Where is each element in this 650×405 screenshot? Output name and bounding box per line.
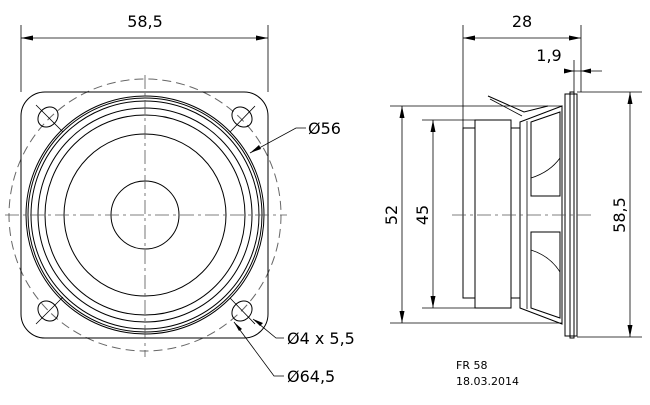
flange-thickness-dimension: 1,9: [536, 46, 561, 65]
front-view: 58,5 Ø56 Ø4 x 5,5 Ø64,5: [5, 12, 355, 386]
width-dimension: 58,5: [127, 12, 163, 31]
mounting-holes: [35, 104, 256, 325]
magnet-height-dimension: 45: [413, 205, 432, 225]
basket-height-dimension: 52: [382, 205, 401, 225]
depth-dimension: 28: [512, 12, 532, 31]
bolt-circle-label: Ø64,5: [287, 367, 335, 386]
date-label: 18.03.2014: [456, 375, 519, 388]
magnet: [474, 119, 512, 309]
hole-spec-label: Ø4 x 5,5: [287, 329, 355, 348]
side-view: 28 1,9 52 45 58,5: [382, 12, 642, 339]
model-label: FR 58: [456, 359, 487, 372]
flange-height-dimension: 58,5: [610, 197, 629, 233]
cone-diameter-label: Ø56: [308, 119, 341, 138]
